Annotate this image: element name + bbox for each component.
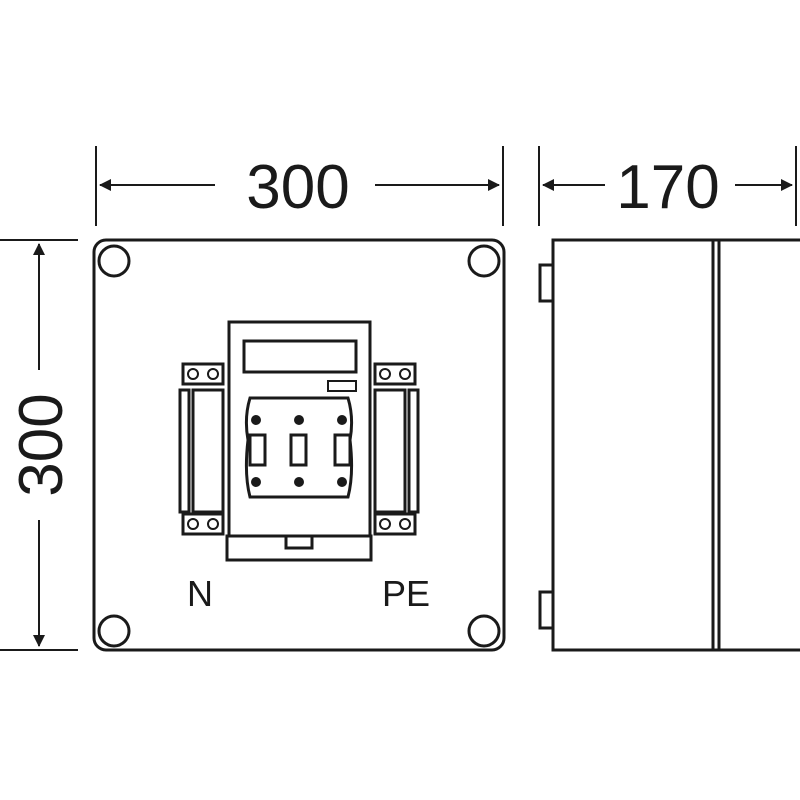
label-window [242,339,358,374]
screw-hole-top-left [97,244,131,278]
rail [178,388,191,514]
height-value: 300 [7,393,76,496]
terminal-body [191,388,225,514]
front-view: N PE [92,238,506,652]
base-tab [284,534,314,550]
screw [399,368,411,380]
neutral-label: N [187,573,213,614]
width-value: 300 [246,153,349,222]
side-view [538,238,800,652]
fuse-carrier [244,396,354,499]
terminal-body [373,388,407,514]
width-dimension: 300 [95,146,504,226]
fuse-slot-3 [333,433,352,467]
switch-disconnector [225,320,373,562]
terminal-bottom [373,512,417,536]
switch-housing [227,320,372,538]
terminal-dot [337,477,347,487]
hinge-bottom [538,590,555,630]
enclosure-outline [92,238,506,652]
screw [379,518,391,530]
neutral-terminal-block [178,362,225,536]
hinge-top [538,263,555,303]
rail [407,388,420,514]
terminal-dot [251,415,261,425]
depth-value: 170 [616,153,719,222]
terminal-dot [251,477,261,487]
fuse-slot-1 [248,433,267,467]
screw [399,518,411,530]
pe-label: PE [382,573,430,614]
side-outline [551,238,800,652]
terminal-dot [337,415,347,425]
terminal-dot [294,477,304,487]
terminal-bottom [181,512,225,536]
terminal-dot [294,415,304,425]
screw [379,368,391,380]
pe-terminal-block [373,362,420,536]
screw [207,368,219,380]
indicator-slot [327,380,357,392]
terminal-top [181,362,225,386]
screw [187,368,199,380]
screw [187,518,199,530]
screw [207,518,219,530]
depth-dimension: 170 [538,146,797,226]
screw-hole-top-right [467,244,501,278]
fuse-slot-2 [289,433,308,467]
screw-hole-bottom-left [97,614,131,648]
terminal-top [373,362,417,386]
screw-hole-bottom-right [467,614,501,648]
height-dimension: 300 [0,239,78,651]
